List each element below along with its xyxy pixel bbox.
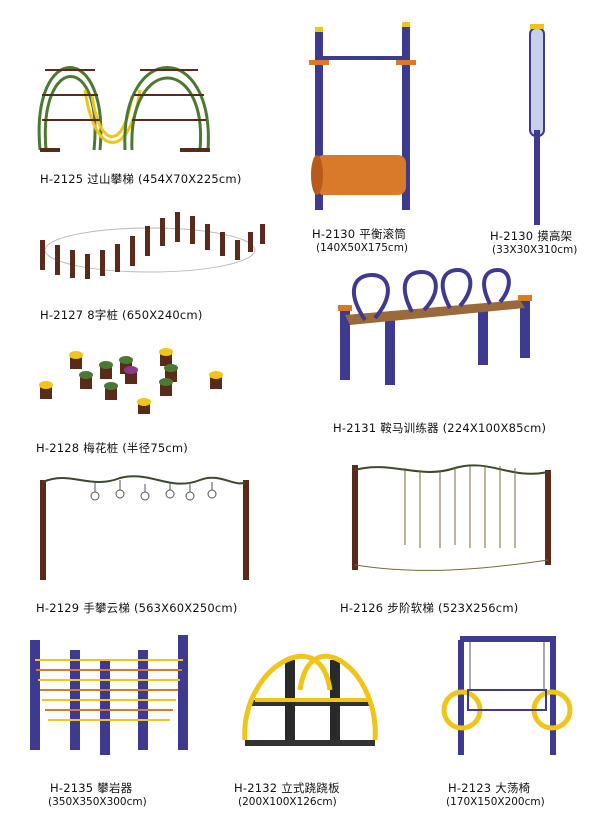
pommel-horse-trainer-image xyxy=(338,267,532,385)
dims-h2130-touch: (33X30X310cm) xyxy=(492,244,578,256)
overhead-ladder-image xyxy=(40,475,249,580)
arch-climber-image xyxy=(37,66,210,152)
rock-climber-image xyxy=(30,635,188,755)
standing-seesaw-image xyxy=(242,653,378,746)
figure-eight-posts-image xyxy=(40,212,265,279)
rope-ladder-image xyxy=(352,464,551,571)
dims-h2135: (350X350X300cm) xyxy=(48,796,147,808)
swing-chair-image xyxy=(441,636,573,755)
touch-height-frame-image xyxy=(529,24,545,225)
dims-h2130-roller: (140X50X175cm) xyxy=(316,242,409,254)
dims-h2123: (170X150X200cm) xyxy=(446,796,545,808)
balance-roller-image xyxy=(309,22,416,210)
stepping-stumps-image xyxy=(39,348,223,414)
dims-h2132: (200X100X126cm) xyxy=(238,796,337,808)
